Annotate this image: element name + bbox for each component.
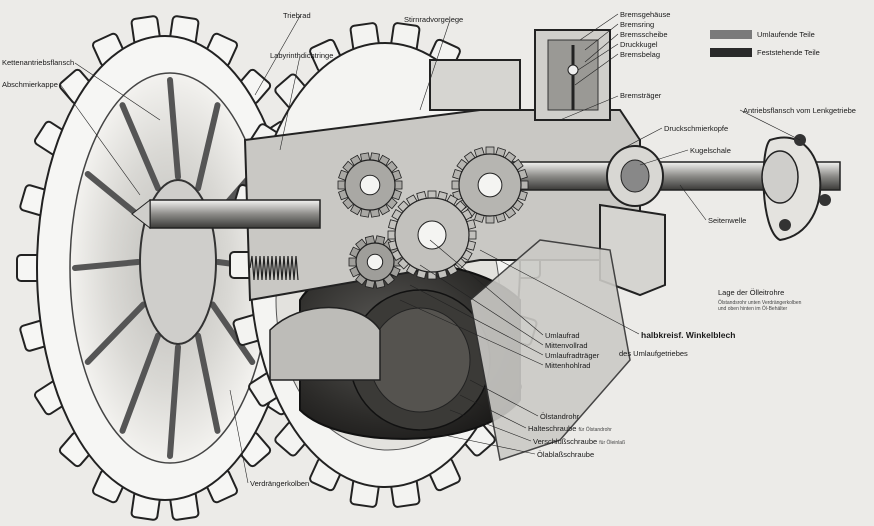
label-mittenvollrad: Mittenvollrad bbox=[545, 341, 588, 350]
planetary-gears bbox=[337, 146, 529, 289]
antriebsflansch bbox=[761, 134, 831, 242]
label-abschmierkappe: Abschmierkappe bbox=[2, 80, 58, 89]
legend-note-detail-1: Ölstandsrohr unten Verdrängerkolben bbox=[718, 300, 802, 306]
label-verdraengerkolben: Verdrängerkolben bbox=[250, 479, 310, 488]
label-labyrinthdichtringe: Labyrinthdichtringe bbox=[270, 51, 334, 60]
verdraengerkolben-part bbox=[269, 306, 381, 381]
brake-housing bbox=[534, 29, 611, 121]
label-halteschraube: Halteschraube für Ölstandrohr bbox=[528, 425, 612, 434]
label-druckschmierkopf: Druckschmierkopfe bbox=[664, 124, 729, 133]
verschlussschraube-sub: für Öleinlaß bbox=[599, 440, 626, 446]
label-kettenantriebsflansch: Kettenantriebsflansch bbox=[2, 58, 75, 67]
label-oelstandrohr: Ölstandrohr bbox=[540, 412, 580, 421]
kugelschale bbox=[606, 145, 664, 207]
legend-note-detail-2: und oben hinten im Öl-Behälter bbox=[718, 306, 788, 312]
label-verschlussschraube: Verschlußschraube für Öleinlaß bbox=[533, 438, 625, 447]
label-umlaufradtraeger: Umlaufradträger bbox=[545, 351, 600, 360]
label-mittenhohlrad: Mittenhohlrad bbox=[545, 361, 591, 370]
legend-fixed-swatch bbox=[710, 48, 752, 57]
housing-neck bbox=[429, 59, 521, 111]
label-bremsscheibe: Bremsscheibe bbox=[620, 30, 668, 39]
halteschraube-sub: für Ölstandrohr bbox=[578, 427, 612, 433]
sprocket-left bbox=[16, 15, 314, 521]
verschlussschraube-text: Verschlußschraube bbox=[533, 437, 598, 446]
hub-tip bbox=[131, 198, 151, 230]
label-oelablassschraube: Ölablaßschraube bbox=[537, 450, 595, 459]
hub-shaft bbox=[149, 199, 321, 229]
label-antriebsflansch: Antriebsflansch vom Lenkgetriebe bbox=[743, 106, 856, 115]
label-kugelschale: Kugelschale bbox=[690, 146, 731, 155]
label-umlaufrad: Umlaufrad bbox=[545, 331, 580, 340]
label-bremstraeger: Bremsträger bbox=[620, 91, 662, 100]
legend-fixed-label: Feststehende Teile bbox=[757, 48, 820, 57]
label-bremsbelag: Bremsbelag bbox=[620, 50, 661, 59]
label-triebrad: Triebrad bbox=[283, 11, 311, 20]
side-cover bbox=[469, 239, 631, 461]
legend-note: Lage der Ölleitrohre bbox=[718, 288, 785, 297]
label-druckkugel: Druckkugel bbox=[620, 40, 658, 49]
drum-inner bbox=[369, 307, 471, 413]
label-umlaufgetriebe: des Umlaufgetriebes bbox=[619, 349, 688, 358]
label-bremsring: Bremsring bbox=[620, 20, 655, 29]
label-winkelblech: halbkreisf. Winkelblech bbox=[641, 330, 736, 340]
halteschraube-text: Halteschraube bbox=[528, 424, 577, 433]
label-seitenwelle: Seitenwelle bbox=[708, 216, 747, 225]
leader-lines bbox=[59, 13, 801, 484]
coil-spring bbox=[249, 255, 299, 281]
legend-rotating-swatch bbox=[710, 30, 752, 39]
label-stirnradvorgelege: Stirnradvorgelege bbox=[404, 15, 464, 24]
label-bremsgehaeuse: Bremsgehäuse bbox=[620, 10, 671, 19]
legend-rotating-label: Umlaufende Teile bbox=[757, 30, 815, 39]
